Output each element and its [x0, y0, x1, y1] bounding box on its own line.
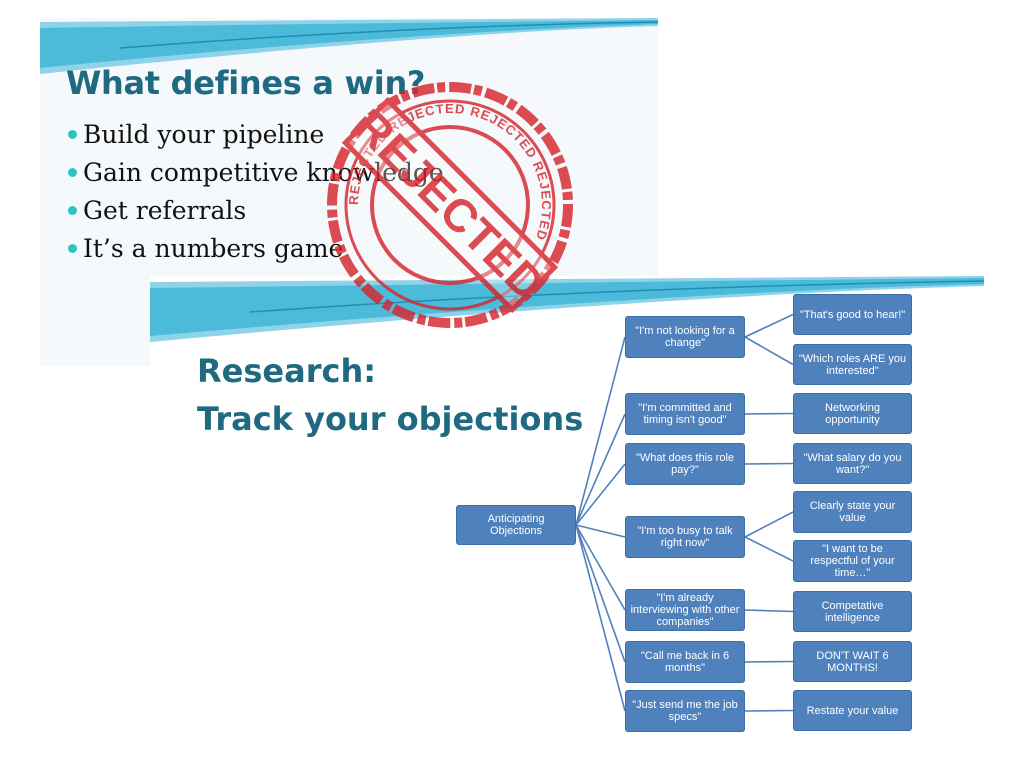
- connector-line: [744, 511, 794, 538]
- connector-line: [575, 524, 626, 538]
- bullet-dot-icon: [68, 130, 77, 139]
- response-box: "I want to be respectful of your time…": [793, 540, 912, 582]
- bullet-dot-icon: [68, 168, 77, 177]
- objection-box: "I'm too busy to talk right now": [625, 516, 745, 558]
- objection-box: "I'm not looking for a change": [625, 316, 745, 358]
- response-box: Clearly state your value: [793, 491, 912, 533]
- connector-line: [744, 660, 794, 663]
- diagram-root-box: Anticipating Objections: [456, 505, 576, 545]
- connector-line: [744, 609, 794, 613]
- objection-box: "I'm committed and timing isn't good": [625, 393, 745, 435]
- bullet-item: It’s a numbers game: [68, 230, 444, 268]
- connector-line: [575, 463, 626, 526]
- objection-box: "What does this role pay?": [625, 443, 745, 485]
- response-box: DON'T WAIT 6 MONTHS!: [793, 641, 912, 682]
- objection-box: "I'm already interviewing with other com…: [625, 589, 745, 631]
- response-box: Competative intelligence: [793, 591, 912, 632]
- response-box: "What salary do you want?": [793, 443, 912, 484]
- connector-line: [575, 524, 626, 663]
- connector-line: [744, 536, 794, 562]
- connector-line: [744, 313, 794, 338]
- objection-box: "Just send me the job specs": [625, 690, 745, 732]
- bullet-item: Build your pipeline: [68, 116, 444, 154]
- response-box: "Which roles ARE you interested": [793, 344, 912, 385]
- objection-box: "Call me back in 6 months": [625, 641, 745, 683]
- slide-header-swoosh: [150, 276, 984, 342]
- bullet-dot-icon: [68, 206, 77, 215]
- response-box: "That's good to hear!": [793, 294, 912, 335]
- slide1-title: What defines a win?: [66, 64, 426, 102]
- response-box: Networking opportunity: [793, 393, 912, 434]
- connector-line: [744, 462, 794, 465]
- connector-line: [575, 413, 626, 526]
- slide2-title-line1: Research:: [197, 352, 377, 390]
- connector-line: [744, 709, 794, 712]
- response-box: Restate your value: [793, 690, 912, 731]
- rejected-stamp: REJECTED REJECTED REJECTED REJECTED REJE…: [327, 82, 573, 328]
- connector-line: [575, 524, 626, 712]
- bullet-item: Get referrals: [68, 192, 444, 230]
- slide2-title-line2: Track your objections: [197, 400, 584, 438]
- bullet-dot-icon: [68, 244, 77, 253]
- connector-line: [744, 336, 794, 366]
- slide-header-swoosh: [40, 18, 658, 74]
- connector-line: [575, 524, 626, 611]
- connector-line: [744, 412, 794, 415]
- connector-line: [575, 336, 626, 526]
